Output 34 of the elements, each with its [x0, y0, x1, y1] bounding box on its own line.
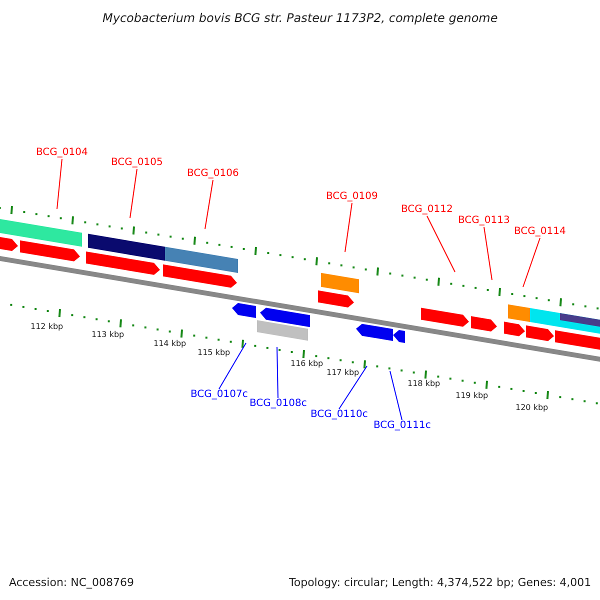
scale-label: 120 kbp [516, 404, 548, 412]
gene-label: BCG_0110c [310, 410, 368, 420]
leader-line [130, 168, 138, 218]
leader-line [204, 180, 214, 230]
scale-label: 118 kbp [408, 380, 440, 388]
accession-text: Accession: NC_008769 [9, 576, 134, 588]
leader-line [522, 238, 540, 288]
gene-label: BCG_0109 [326, 192, 378, 202]
leader-line [484, 226, 492, 280]
gene-label: BCG_0113 [458, 216, 510, 226]
leader-line [390, 370, 402, 420]
gene-label: BCG_0106 [187, 169, 239, 179]
gene-label: BCG_0104 [36, 148, 88, 158]
scale-label: 112 kbp [30, 323, 64, 331]
gene-label: BCG_0112 [401, 205, 453, 215]
scale-label: 117 kbp [326, 369, 360, 377]
leader-line [426, 216, 456, 272]
scale-label: 119 kbp [456, 392, 488, 400]
scale-label: 114 kbp [154, 340, 186, 348]
scale-label: 115 kbp [198, 349, 230, 357]
genome-info-text: Topology: circular; Length: 4,374,522 bp; Genes: 4,001 [289, 576, 592, 588]
gene-label: BCG_0114 [514, 227, 566, 237]
scale-label: 113 kbp [92, 331, 124, 339]
gene-label: BCG_0111c [374, 421, 431, 431]
leader-line [276, 346, 278, 398]
diagram-title: Mycobacterium bovis BCG str. Pasteur 1173P2, complete genome [102, 12, 498, 24]
scale-label: 116 kbp [290, 360, 324, 368]
leader-line [218, 342, 246, 390]
leader-line [56, 158, 62, 210]
gene-label: BCG_0105 [111, 158, 163, 168]
gene-label: BCG_0108c [250, 399, 307, 409]
leader-line [338, 366, 368, 410]
gene-label: BCG_0107c [190, 390, 248, 400]
leader-line [344, 202, 352, 252]
